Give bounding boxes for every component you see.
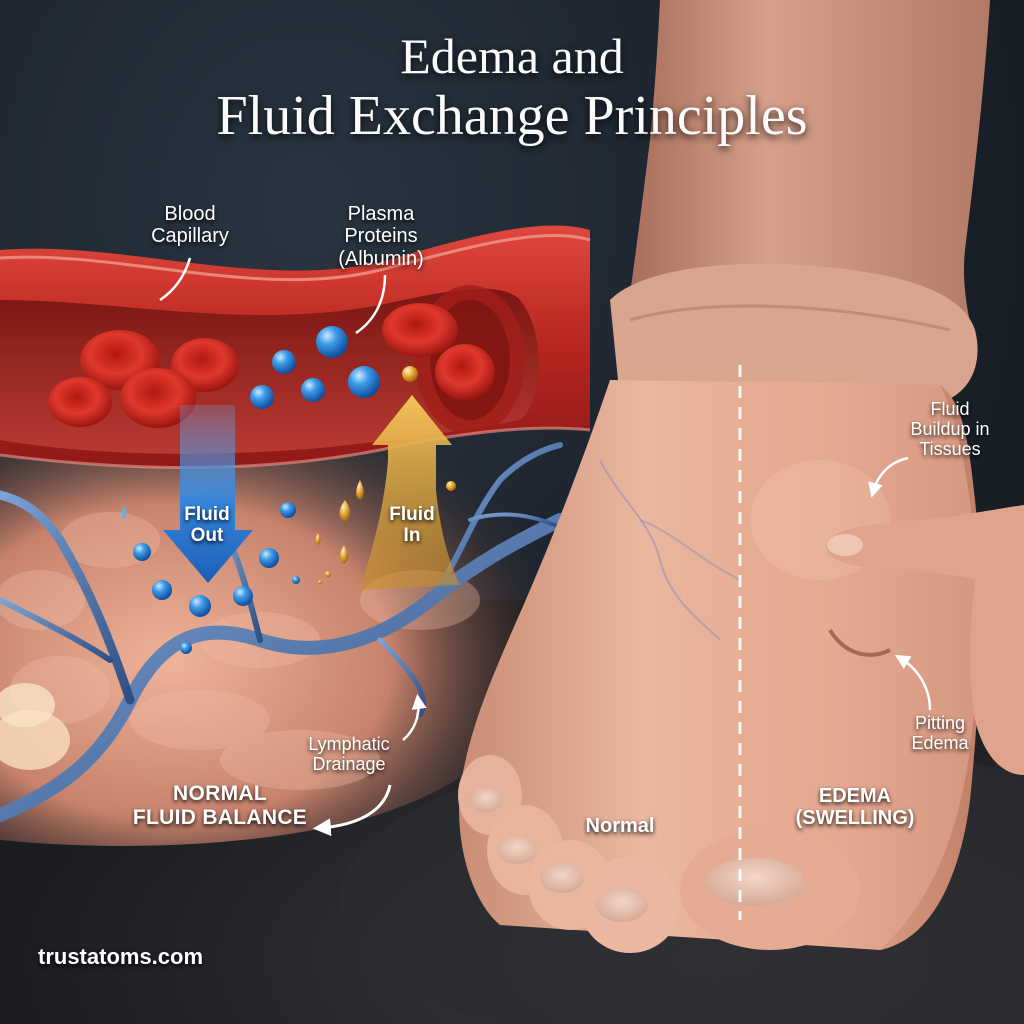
pointing-hand [825, 505, 1024, 775]
label-line: Proteins [344, 225, 418, 248]
label-line: In [403, 525, 421, 547]
page-title: Edema and Fluid Exchange Principles [0, 30, 1024, 145]
watermark: trustatoms.com [38, 944, 204, 969]
label-line: Blood [164, 203, 216, 225]
lymphatic-drainage-label: Lymphatic Drainage [294, 734, 404, 774]
label-line: Drainage [312, 754, 386, 775]
label-line: Lymphatic [308, 734, 390, 754]
label-line: Out [190, 525, 224, 547]
title-line-2: Fluid Exchange Principles [216, 84, 808, 147]
label-line: Plasma [347, 203, 415, 225]
label-line: Tissues [919, 439, 981, 460]
normal-fluid-balance-label: NORMAL FLUID BALANCE [130, 782, 310, 829]
label-line: Edema [911, 733, 969, 754]
label-line: Buildup in [910, 419, 990, 440]
label-line: EDEMA [818, 785, 892, 807]
fluid-buildup-label: Fluid Buildup in Tissues [895, 399, 1005, 459]
title-line-1: Edema and [400, 28, 624, 84]
label-line: NORMAL [173, 782, 267, 805]
plasma-proteins-label: Plasma Proteins (Albumin) [326, 203, 436, 270]
albumin-proteins [250, 326, 418, 409]
fluid-in-arrow [360, 395, 460, 590]
red-blood-cells [48, 303, 495, 428]
label-line: Pitting [914, 713, 966, 733]
foot [458, 0, 990, 953]
edema-swelling-label: EDEMA (SWELLING) [780, 785, 930, 830]
pitting-edema-label: Pitting Edema [900, 713, 980, 753]
fluid-in-label: Fluid In [377, 504, 447, 547]
label-line: Fluid [389, 504, 435, 525]
blood-capillary-label: Blood Capillary [140, 203, 240, 248]
label-line: Fluid [184, 504, 230, 525]
normal-label: Normal [585, 815, 655, 837]
fluid-out-label: Fluid Out [172, 504, 242, 547]
label-line: Capillary [151, 225, 229, 248]
fluid-out-arrow [163, 405, 253, 583]
label-line: (SWELLING) [795, 807, 915, 830]
label-line: (Albumin) [338, 247, 424, 270]
fluid-droplets-blue [122, 502, 300, 654]
label-line: FLUID BALANCE [132, 805, 308, 829]
fluid-droplets-gold [315, 480, 456, 584]
label-line: Fluid [930, 399, 970, 419]
